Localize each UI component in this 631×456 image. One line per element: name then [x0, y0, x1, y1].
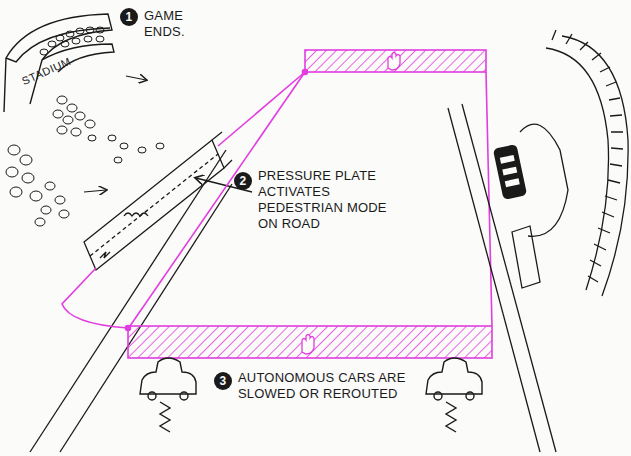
callout-number: 3	[214, 372, 232, 390]
stadium-shape: STADIUM	[20, 53, 77, 87]
road-edge	[30, 150, 232, 452]
stadium-name: STADIUM	[20, 53, 77, 87]
step-note: PRESSURE PLATE ACTIVATES PEDESTRIAN MODE…	[258, 168, 388, 232]
step-note: GAME ENDS.	[144, 8, 206, 40]
callout-number: 1	[120, 8, 138, 26]
bus	[493, 144, 540, 288]
step-note: AUTONOMOUS CARS ARE SLOWED OR REROUTED	[238, 370, 416, 402]
road-and-rail	[448, 30, 628, 452]
autonomous-car	[140, 358, 482, 432]
callout-number: 2	[234, 172, 252, 190]
flow-arrow	[84, 76, 146, 192]
pedestrian-zone	[62, 50, 492, 358]
crowd	[6, 27, 164, 226]
pressure-plate	[84, 132, 252, 270]
stadium-outline	[4, 14, 114, 112]
